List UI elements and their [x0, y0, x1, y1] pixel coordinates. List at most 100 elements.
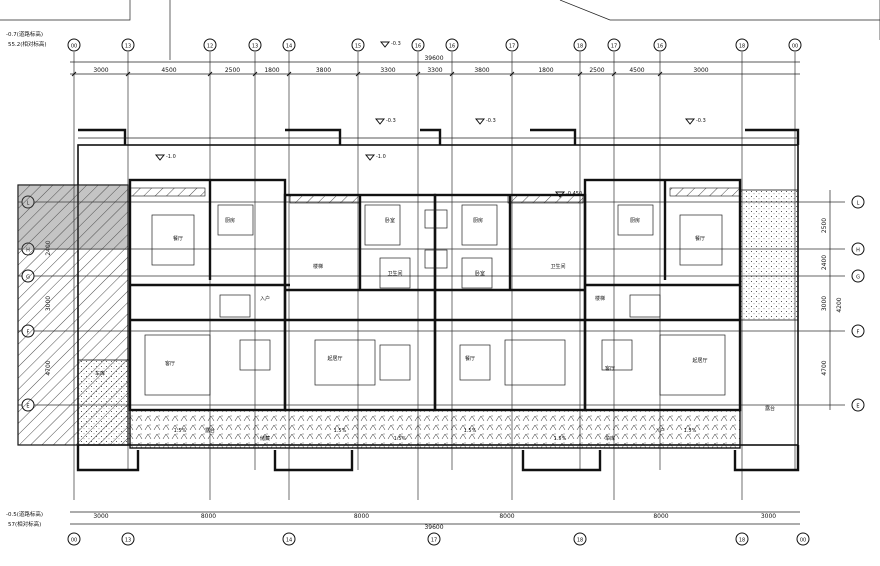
- room-label: 储藏: [260, 435, 270, 442]
- room-label: 客厅: [165, 360, 175, 367]
- axis-bubble-top: [573, 38, 587, 52]
- axis-label-top: 16: [449, 44, 455, 50]
- bottom-left-level-note: -0.5(道路标高) 57(相对标高): [6, 510, 43, 528]
- axis-bubble-right: [851, 269, 865, 283]
- axis-label-top: 16: [415, 44, 421, 50]
- room-label: 厨房: [630, 217, 640, 224]
- bottom-bays: [76, 445, 800, 472]
- slope-note: 1.5%: [174, 428, 187, 434]
- axis-label-top: 17: [509, 44, 515, 50]
- top-dim-value: 1800: [264, 67, 279, 74]
- svg-text:-0.7(道路标高): -0.7(道路标高): [6, 30, 43, 38]
- level-triangle-icon: [154, 154, 166, 161]
- bottom-dim-value: 8000: [354, 513, 369, 520]
- room-label: 卫生间: [550, 263, 565, 270]
- axis-label-top: 14: [286, 44, 292, 50]
- top-dim-value: 3800: [316, 67, 331, 74]
- axis-bubble-top: [505, 38, 519, 52]
- axis-label-bottom: 18: [739, 538, 745, 544]
- top-dim-value: 3000: [93, 67, 108, 74]
- dim-tick: [286, 71, 292, 77]
- slope-note: 1.5%: [394, 436, 407, 442]
- level-triangle-icon: [684, 118, 696, 125]
- top-dim-value: 1800: [538, 67, 553, 74]
- axis-label-bottom: 00: [71, 538, 77, 544]
- dim-tick: [207, 71, 213, 77]
- room-label: 餐厅: [173, 235, 183, 242]
- axis-bubble-bottom: [121, 532, 135, 546]
- room-label: 入户: [260, 295, 270, 302]
- axis-label-top: 18: [739, 44, 745, 50]
- right-dim-value: 2400: [821, 255, 828, 270]
- top-dim-value: 3000: [693, 67, 708, 74]
- axis-bubble-top: [445, 38, 459, 52]
- slope-note: 1.5%: [464, 428, 477, 434]
- dim-tick: [355, 71, 361, 77]
- hatched-terraces: [17, 184, 799, 449]
- axis-bubble-bottom: [796, 532, 810, 546]
- room-label: 卧室: [385, 217, 395, 224]
- room-label: 车库: [605, 435, 615, 442]
- level-triangle-icon: [379, 41, 391, 48]
- axis-label-top: 00: [71, 44, 77, 50]
- axis-bubble-top: [411, 38, 425, 52]
- axis-label-top: 13: [125, 44, 131, 50]
- bottom-dim-value: 8000: [499, 513, 514, 520]
- level-triangle-icon: [474, 118, 486, 125]
- slope-note: 1.5%: [334, 428, 347, 434]
- room-label: 起居厅: [327, 356, 342, 362]
- axis-bubble-bottom: [735, 532, 749, 546]
- axis-bubble-right: [851, 398, 865, 412]
- slope-note: 1.5%: [684, 428, 697, 434]
- right-dim-value: 2500: [821, 218, 828, 233]
- axis-bubble-right: [851, 324, 865, 338]
- axis-bubble-top: [653, 38, 667, 52]
- top-dim-value: 4500: [161, 67, 176, 74]
- room-labels: 餐厅厨房客厅卧室卫生间楼梯车库入户露台储藏起居厅餐厅厨房卧室卫生间楼梯入户露台起…: [95, 217, 775, 442]
- top-dim-value: 2500: [589, 67, 604, 74]
- axis-bubble-top: [735, 38, 749, 52]
- axis-bubble-top: [282, 38, 296, 52]
- furniture: [144, 204, 726, 396]
- axis-bubble-top: [607, 38, 621, 52]
- room-label: 厨房: [225, 217, 235, 224]
- axis-bubble-top: [121, 38, 135, 52]
- axis-label-bottom: 14: [286, 538, 292, 544]
- axis-label-bottom: 00: [800, 538, 806, 544]
- room-label: 客厅: [605, 365, 615, 372]
- axis-label-bottom: 17: [431, 538, 437, 544]
- room-label: 厨房: [473, 217, 483, 224]
- level-value: -0.3: [391, 41, 401, 47]
- dim-tick: [577, 71, 583, 77]
- dim-tick: [449, 71, 455, 77]
- axis-bubble-bottom: [427, 532, 441, 546]
- bottom-dim-value: 3000: [93, 513, 108, 520]
- axis-bubble-bottom: [282, 532, 296, 546]
- level-triangle-icon: [554, 191, 566, 198]
- room-label: 卧室: [475, 270, 485, 277]
- axis-bubble-bottom: [67, 532, 81, 546]
- room-label: 露台: [765, 405, 775, 412]
- top-dim-value: 2500: [225, 67, 240, 74]
- level-value: -0.3: [386, 118, 396, 124]
- axis-label-top: 12: [207, 44, 213, 50]
- room-label: 起居厅: [692, 358, 707, 364]
- svg-text:55.2(相对标高): 55.2(相对标高): [8, 40, 47, 48]
- axis-label-right: F: [857, 330, 860, 336]
- axis-label-top: 17: [611, 44, 617, 50]
- axis-bubble-right: [851, 242, 865, 256]
- bottom-dim-value: 3000: [761, 513, 776, 520]
- axis-label-right: H: [856, 248, 860, 254]
- axis-bubble-top: [248, 38, 262, 52]
- level-triangle-icon: [364, 154, 376, 161]
- dim-tick: [415, 71, 421, 77]
- axis-bubble-top: [788, 38, 802, 52]
- axis-label-top: 15: [355, 44, 361, 50]
- level-value: -0.3: [486, 118, 496, 124]
- room-label: 车库: [95, 370, 105, 377]
- right-dim-value: 4700: [821, 360, 828, 375]
- right-total-dim: 4200: [836, 297, 843, 312]
- dim-tick: [611, 71, 617, 77]
- bottom-dim-value: 8000: [653, 513, 668, 520]
